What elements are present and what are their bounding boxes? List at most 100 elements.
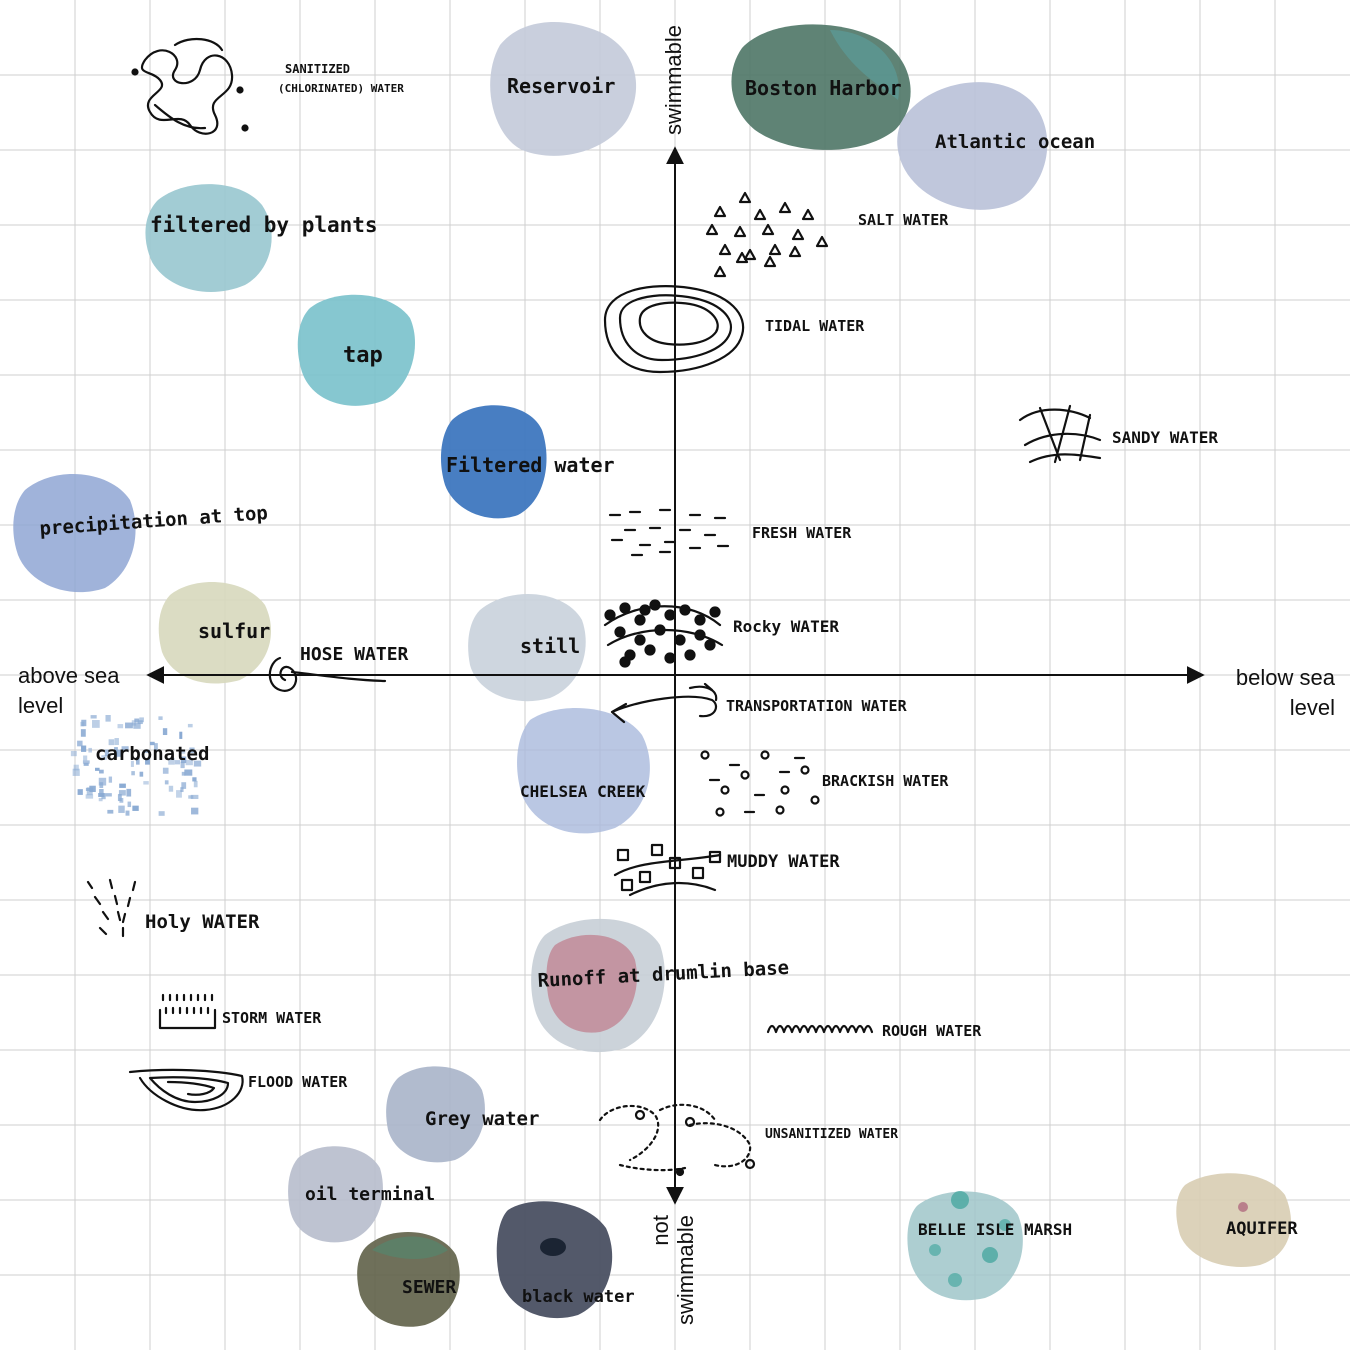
aquifer-blob xyxy=(1176,1173,1292,1267)
carbonated-speck xyxy=(193,760,202,767)
rocky-dot xyxy=(619,656,631,668)
carbonated-speck xyxy=(118,805,125,813)
carbonated-speck xyxy=(193,780,198,788)
watercolor-blobs xyxy=(13,22,1292,1327)
brackish-circle xyxy=(740,770,750,780)
brackish-water-marks-icon xyxy=(700,750,820,817)
transportation-arrows-icon xyxy=(610,682,718,724)
carbonated-speck xyxy=(86,787,93,796)
rocky-dot xyxy=(604,609,616,621)
carbonated-speck xyxy=(72,768,80,776)
rocky-dot xyxy=(694,614,706,626)
sulfur-blob xyxy=(158,582,272,684)
salt-triangle xyxy=(788,245,802,258)
carbonated-speck xyxy=(98,798,103,802)
axis-label-not-swimmable: swimmable xyxy=(673,1215,698,1325)
label-salt-water: SALT WATER xyxy=(858,211,949,229)
carbonated-speck xyxy=(168,757,175,765)
flood-water-contours-icon xyxy=(128,1068,244,1112)
brackish-circle xyxy=(720,785,730,795)
unsanitized-small-circle-1 xyxy=(634,1109,646,1121)
axis-label-above-sea: above sea xyxy=(18,663,120,688)
carbonated-speck xyxy=(105,715,111,722)
carbonated-speck xyxy=(180,756,187,764)
carbonated-speck xyxy=(80,729,86,737)
carbonated-speck xyxy=(118,790,126,796)
salt-triangle xyxy=(718,243,732,256)
label-transportation-water: TRANSPORTATION WATER xyxy=(726,697,908,715)
carbonated-speck xyxy=(113,749,122,757)
carbonated-speck xyxy=(126,788,132,797)
brackish-circle xyxy=(700,750,710,760)
label-oil-terminal: oil terminal xyxy=(305,1184,435,1205)
carbonated-speck xyxy=(139,717,144,723)
carbonated-speck xyxy=(119,783,126,788)
filtered-by-plants-blob xyxy=(145,184,272,292)
salt-triangle xyxy=(801,208,815,221)
label-holy-water: Holy WATER xyxy=(145,911,260,933)
carbonated-speck xyxy=(127,801,132,808)
carbonated-speck xyxy=(107,809,114,814)
label-muddy-water: MUDDY WATER xyxy=(727,852,840,872)
carbonated-speck xyxy=(101,755,107,760)
carbonated-speck xyxy=(189,747,195,753)
belle-isle-marsh-blob xyxy=(907,1191,1023,1301)
belle-isle-marsh-speckles xyxy=(929,1191,1011,1287)
label-rocky-water: Rocky WATER xyxy=(733,617,839,636)
brackish-circle xyxy=(760,750,770,760)
rocky-dot xyxy=(664,609,676,621)
salt-triangle xyxy=(735,251,749,264)
carbonated-speck xyxy=(176,790,182,798)
unsanitized-small-circle-3 xyxy=(744,1158,756,1170)
label-boston-harbor: Boston Harbor xyxy=(745,76,902,100)
carbonated-speck xyxy=(105,793,112,797)
label-sanitized-line1: SANITIZED xyxy=(285,62,350,76)
label-hose-water: HOSE WATER xyxy=(300,644,409,665)
unsanitized-small-circle-2 xyxy=(684,1116,696,1128)
tap-blob xyxy=(297,294,416,406)
carbonated-speck xyxy=(149,741,155,746)
carbonated-speck xyxy=(190,794,199,800)
carbonated-speck xyxy=(162,767,169,774)
carbonated-speck xyxy=(133,722,141,729)
brackish-circle xyxy=(715,807,725,817)
salt-triangle xyxy=(753,208,767,221)
carbonated-speck xyxy=(137,720,143,725)
salt-triangle xyxy=(815,235,829,248)
carbonated-speck xyxy=(174,760,181,765)
brackish-circle xyxy=(800,765,810,775)
unsanitized-water-dots-icon xyxy=(598,1103,752,1172)
brackish-circle xyxy=(775,805,785,815)
label-aquifer: AQUIFER xyxy=(1226,1219,1298,1239)
carbonated-speck xyxy=(70,750,77,757)
carbonated-speck xyxy=(181,782,187,789)
oil-terminal-blob xyxy=(288,1146,383,1243)
label-belle-isle-marsh: BELLE ISLE MARSH xyxy=(918,1220,1072,1239)
salt-triangle xyxy=(743,248,757,261)
carbonated-speck xyxy=(82,760,90,764)
label-filtered-by-plants: filtered by plants xyxy=(150,213,378,237)
carbonated-speck xyxy=(85,794,94,799)
atlantic-ocean-blob xyxy=(897,82,1048,210)
axis-label-below-sea: below sea xyxy=(1236,665,1336,690)
carbonated-speck xyxy=(73,764,79,771)
holy-water-rays-icon xyxy=(86,878,137,938)
rocky-dot xyxy=(709,606,721,618)
carbonated-speck xyxy=(158,811,165,816)
axis-label-below-level: level xyxy=(1290,695,1335,720)
carbonated-speck xyxy=(90,715,97,719)
rocky-dot xyxy=(684,649,696,661)
carbonated-speck xyxy=(108,739,115,746)
label-flood-water: FLOOD WATER xyxy=(248,1073,348,1091)
label-sanitized-line2: (CHLORINATED) WATER xyxy=(278,82,404,95)
rocky-dot xyxy=(614,626,626,638)
axis-label-swimmable: swimmable xyxy=(661,25,686,135)
salt-water-triangles-icon xyxy=(705,191,829,278)
rocky-dot xyxy=(664,652,676,664)
axis-label-above-level: level xyxy=(18,693,63,718)
rocky-dot xyxy=(649,599,661,611)
carbonated-speck xyxy=(77,789,83,795)
salt-triangle xyxy=(738,191,752,204)
